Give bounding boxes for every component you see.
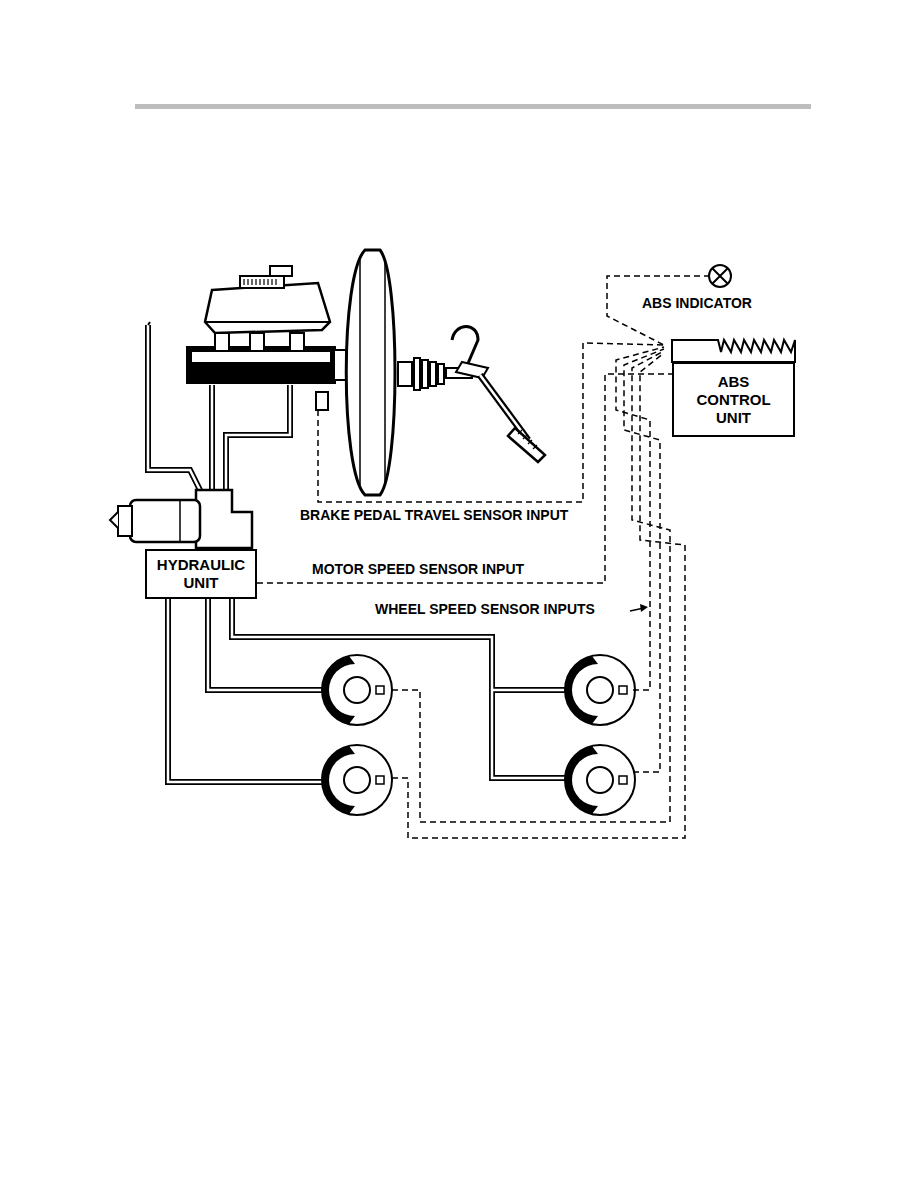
box-label: HYDRAULIC UNIT: [153, 556, 249, 592]
sensor-wire: [257, 374, 672, 583]
indicator-label: ABS INDICATOR: [640, 295, 754, 312]
hydraulic-unit-box: HYDRAULIC UNIT: [145, 549, 257, 599]
sensor-input-label: MOTOR SPEED SENSOR INPUT: [310, 561, 526, 578]
sensor-input-label: BRAKE PEDAL TRAVEL SENSOR INPUT: [298, 507, 570, 524]
control-unit-box: ABS CONTROL UNIT: [672, 362, 795, 437]
box-label: ABS CONTROL UNIT: [680, 373, 787, 427]
sensor-input-label: WHEEL SPEED SENSOR INPUTS: [373, 601, 597, 618]
